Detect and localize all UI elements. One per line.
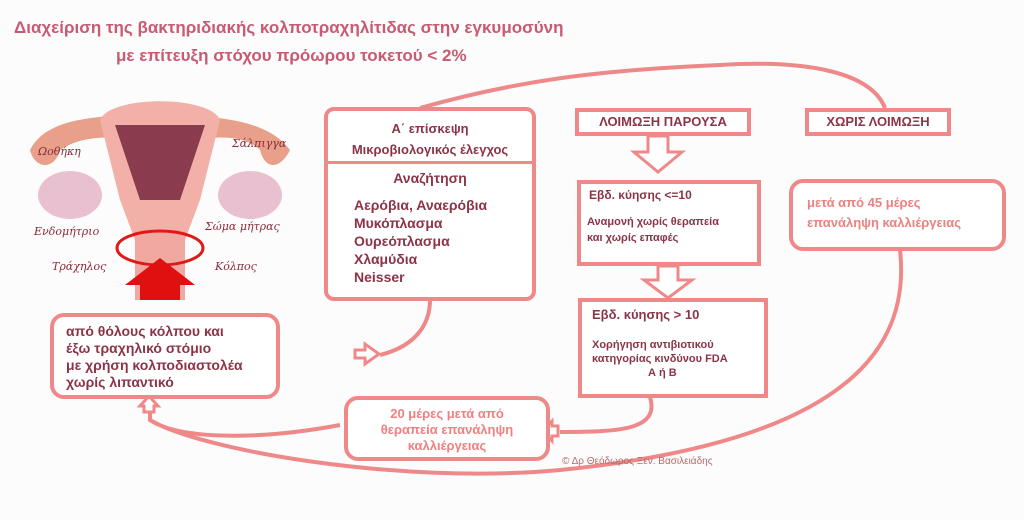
after-45-days-box: μετά από 45 μέρες επανάληψη καλλιέργειας <box>789 179 1006 251</box>
first-visit-heading: Α΄ επίσκεψη <box>391 121 469 136</box>
after45-line: επανάληψη καλλιέργειας <box>807 215 962 230</box>
early-line: Αναμονή χωρίς θεραπεία <box>587 216 719 228</box>
after20-line: θεραπεία επανάληψη <box>380 422 514 437</box>
arrow-down-1 <box>629 134 687 174</box>
label-vagina: Κόλπος <box>215 260 257 273</box>
late-line: κατηγορίας κινδύνου FDA <box>592 353 728 365</box>
test-item: Neisser <box>354 269 405 285</box>
label-endometrium: Ενδομήτριο <box>34 225 100 238</box>
label-ovary: Ωοθήκη <box>38 145 81 158</box>
first-visit-box: Α΄ επίσκεψη Μικροβιολογικός έλεγχος Αναζ… <box>324 107 536 301</box>
late-line: Α ή Β <box>648 367 677 379</box>
sampling-box: από θόλους κόλπου και έξω τραχηλικό στόμ… <box>50 313 280 399</box>
sampling-line: με χρήση κολποδιαστολέα <box>66 357 243 373</box>
title-line2: με επίτευξη στόχου πρόωρου τοκετού < 2% <box>116 46 467 65</box>
after20-line: 20 μέρες μετά από <box>390 406 504 421</box>
sampling-line: από θόλους κόλπου και <box>66 323 224 339</box>
late-heading: Εβδ. κύησης > 10 <box>592 307 700 322</box>
late-line: Χορήγηση αντιβιοτικού <box>592 339 714 351</box>
label-cervix: Τράχηλος <box>52 260 107 273</box>
no-infection-box: ΧΩΡΙΣ ΛΟΙΜΩΞΗ <box>805 108 951 136</box>
after-20-days-box: 20 μέρες μετά από θεραπεία επανάληψη καλ… <box>344 396 550 461</box>
title-line1: Διαχείριση της βακτηριδιακής κολποτραχηλ… <box>14 18 564 37</box>
arrow-down-2 <box>639 264 697 300</box>
after20-line: καλλιέργειας <box>407 438 487 453</box>
label-uterus-body: Σώμα μήτρας <box>205 220 280 233</box>
early-line: και χωρίς επαφές <box>587 232 679 244</box>
infection-present-box: ΛΟΙΜΩΞΗ ΠΑΡΟΥΣΑ <box>575 108 751 136</box>
sampling-line: έξω τραχηλικό στόμιο <box>66 340 212 356</box>
microbiology-heading: Μικροβιολογικός έλεγχος <box>328 136 532 164</box>
test-item: Ουρεόπλασμα <box>354 233 450 249</box>
search-heading: Αναζήτηση <box>393 170 467 186</box>
test-item: Μυκόπλασμα <box>354 215 443 231</box>
test-item: Χλαμύδια <box>354 251 418 267</box>
uterus-illustration: Ωοθήκη Σάλπιγγα Ενδομήτριο Σώμα μήτρας Τ… <box>10 90 310 300</box>
test-item: Αερόβια, Αναερόβια <box>354 197 488 213</box>
copyright: © Δρ Θεόδωρος Ξεν. Βασιλειάδης <box>562 456 713 467</box>
early-pregnancy-box: Εβδ. κύησης <=10 Αναμονή χωρίς θεραπεία … <box>577 180 761 266</box>
after45-line: μετά από 45 μέρες <box>807 195 921 210</box>
late-pregnancy-box: Εβδ. κύησης > 10 Χορήγηση αντιβιοτικού κ… <box>578 298 768 398</box>
early-heading: Εβδ. κύησης <=10 <box>589 188 692 202</box>
label-tube: Σάλπιγγα <box>232 137 287 150</box>
sampling-line: χωρίς λιπαντικό <box>66 374 174 390</box>
